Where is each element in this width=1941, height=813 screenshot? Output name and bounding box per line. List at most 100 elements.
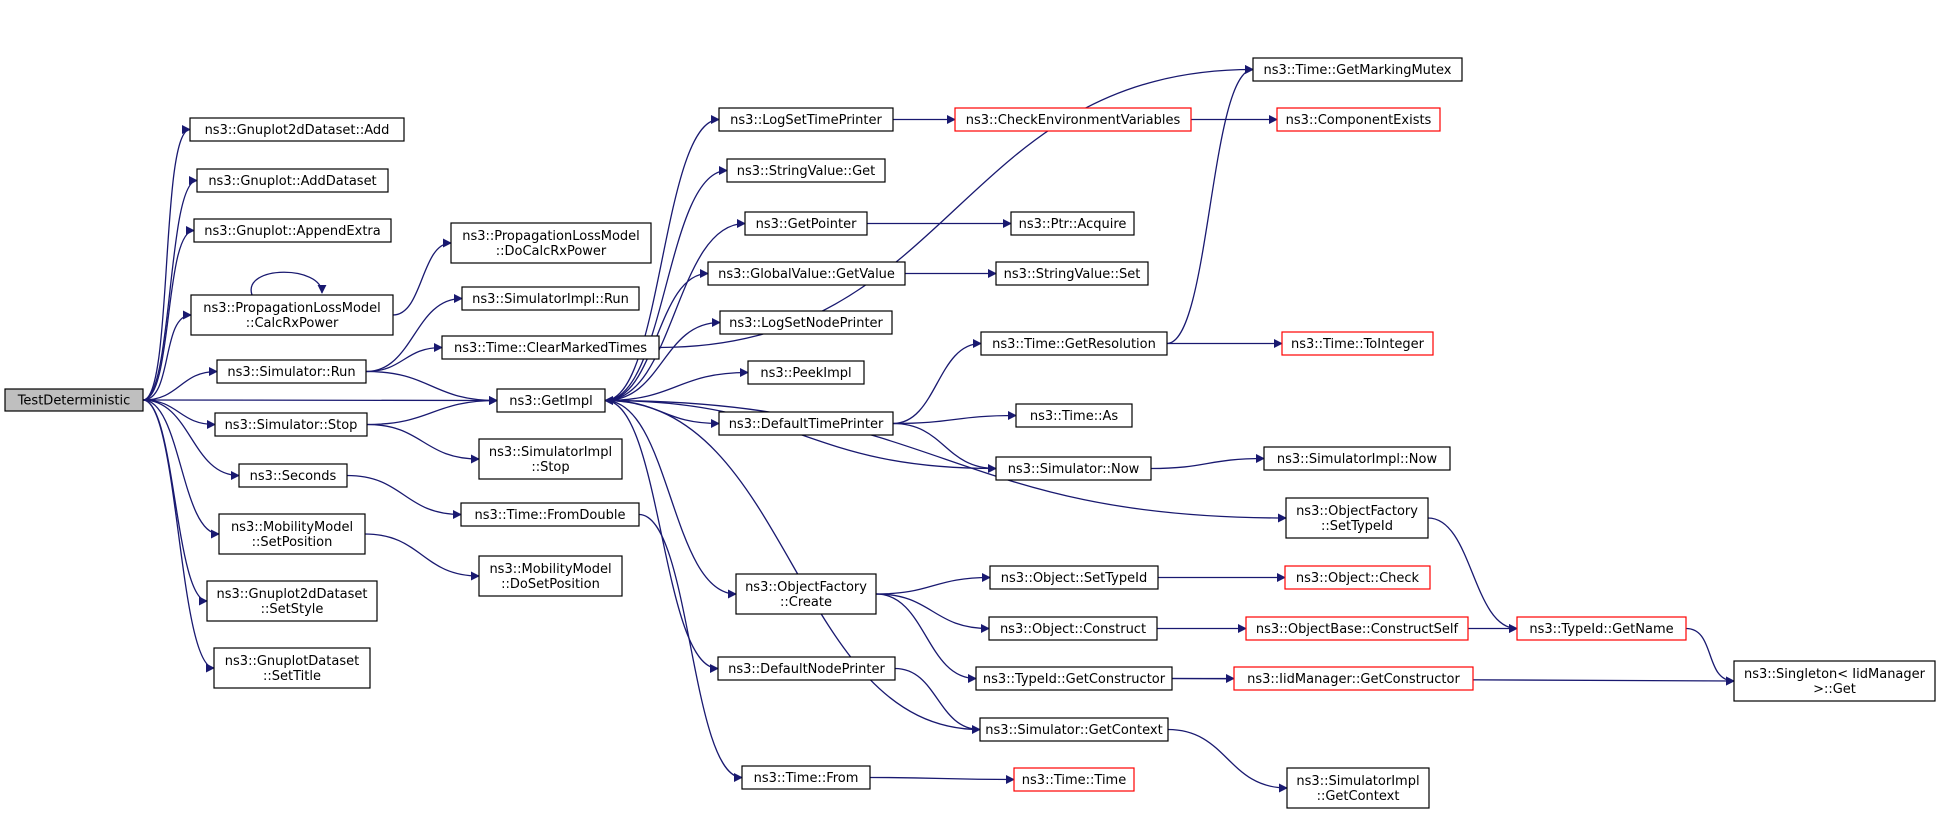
node-time-time[interactable]: ns3::Time::Time	[1013, 767, 1135, 792]
node-box[interactable]	[189, 117, 405, 142]
node-box[interactable]	[1263, 446, 1451, 471]
node-get-resolution[interactable]: ns3::Time::GetResolution	[980, 331, 1168, 356]
node-gv-get-value[interactable]: ns3::GlobalValue::GetValue	[707, 261, 906, 286]
node-box[interactable]	[980, 331, 1168, 356]
node-sim-now[interactable]: ns3::Simulator::Now	[995, 456, 1152, 481]
node-singleton-get[interactable]: ns3::Singleton< IidManager >::Get	[1733, 660, 1936, 702]
node-of-set-type-id[interactable]: ns3::ObjectFactory::SetTypeId	[1285, 497, 1429, 539]
node-box[interactable]	[726, 158, 886, 183]
node-obj-construct[interactable]: ns3::Object::Construct	[988, 616, 1158, 641]
node-do-calc-rx[interactable]: ns3::PropagationLossModel::DoCalcRxPower	[450, 222, 652, 264]
node-box[interactable]	[717, 656, 896, 681]
node-box[interactable]	[744, 211, 868, 236]
node-box[interactable]	[707, 261, 906, 286]
node-gp2d-set-style[interactable]: ns3::Gnuplot2dDataset::SetStyle	[206, 580, 378, 622]
node-log-set-time[interactable]: ns3::LogSetTimePrinter	[718, 107, 894, 132]
node-seconds[interactable]: ns3::Seconds	[238, 463, 348, 488]
node-box[interactable]	[1286, 767, 1430, 809]
node-comp-exists[interactable]: ns3::ComponentExists	[1276, 107, 1441, 132]
node-box[interactable]	[1733, 660, 1936, 702]
node-str-val-get[interactable]: ns3::StringValue::Get	[726, 158, 886, 183]
node-box[interactable]	[196, 168, 389, 193]
node-sim-impl-now[interactable]: ns3::SimulatorImpl::Now	[1263, 446, 1451, 471]
node-box[interactable]	[190, 294, 394, 336]
node-box[interactable]	[1233, 666, 1474, 691]
node-box[interactable]	[216, 359, 367, 384]
node-get-pointer[interactable]: ns3::GetPointer	[744, 211, 868, 236]
node-obj-set-type-id[interactable]: ns3::Object::SetTypeId	[989, 565, 1159, 590]
node-box[interactable]	[988, 616, 1158, 641]
node-str-val-set[interactable]: ns3::StringValue::Set	[995, 261, 1149, 286]
node-mm-do-set-pos[interactable]: ns3::MobilityModel::DoSetPosition	[478, 555, 623, 597]
node-time-as[interactable]: ns3::Time::As	[1015, 403, 1133, 428]
node-box[interactable]	[1285, 497, 1429, 539]
node-box[interactable]	[1284, 565, 1431, 590]
node-ptr-acquire[interactable]: ns3::Ptr::Acquire	[1010, 211, 1135, 236]
node-def-node-printer[interactable]: ns3::DefaultNodePrinter	[717, 656, 896, 681]
node-get-marking-mutex[interactable]: ns3::Time::GetMarkingMutex	[1252, 57, 1463, 82]
node-box[interactable]	[450, 222, 652, 264]
node-mm-set-pos[interactable]: ns3::MobilityModel::SetPosition	[218, 513, 366, 555]
node-box[interactable]	[1013, 767, 1135, 792]
node-box[interactable]	[193, 218, 392, 243]
node-box[interactable]	[954, 107, 1192, 132]
node-box[interactable]	[741, 765, 871, 790]
node-obj-base-ctor-self[interactable]: ns3::ObjectBase::ConstructSelf	[1245, 616, 1469, 641]
node-box[interactable]	[1281, 331, 1434, 356]
node-gp-append-extra[interactable]: ns3::Gnuplot::AppendExtra	[193, 218, 392, 243]
node-box[interactable]	[1245, 616, 1469, 641]
node-sim-get-context[interactable]: ns3::Simulator::GetContext	[979, 717, 1169, 742]
node-box[interactable]	[1276, 107, 1441, 132]
node-box[interactable]	[460, 502, 640, 527]
node-box[interactable]	[213, 647, 371, 689]
node-gp2d-add[interactable]: ns3::Gnuplot2dDataset::Add	[189, 117, 405, 142]
node-box[interactable]	[218, 513, 366, 555]
node-box[interactable]	[1015, 403, 1133, 428]
node-box[interactable]	[214, 412, 368, 437]
node-box[interactable]	[719, 310, 893, 335]
node-sim-run[interactable]: ns3::Simulator::Run	[216, 359, 367, 384]
node-box[interactable]	[979, 717, 1169, 742]
node-def-time-printer[interactable]: ns3::DefaultTimePrinter	[718, 411, 894, 436]
node-box[interactable]	[747, 360, 865, 385]
node-check-env[interactable]: ns3::CheckEnvironmentVariables	[954, 107, 1192, 132]
node-time-from[interactable]: ns3::Time::From	[741, 765, 871, 790]
node-tid-get-ctor[interactable]: ns3::TypeId::GetConstructor	[975, 666, 1173, 691]
node-box[interactable]	[478, 438, 623, 480]
node-clear-marked[interactable]: ns3::Time::ClearMarkedTimes	[441, 335, 660, 360]
node-box[interactable]	[735, 573, 877, 615]
node-box[interactable]	[1516, 616, 1687, 641]
node-box[interactable]	[441, 335, 660, 360]
node-gp-add-dataset[interactable]: ns3::Gnuplot::AddDataset	[196, 168, 389, 193]
node-box[interactable]	[4, 388, 144, 412]
node-of-create[interactable]: ns3::ObjectFactory::Create	[735, 573, 877, 615]
node-box[interactable]	[1252, 57, 1463, 82]
node-box[interactable]	[496, 388, 606, 413]
node-box[interactable]	[478, 555, 623, 597]
node-box[interactable]	[718, 107, 894, 132]
node-root[interactable]: TestDeterministic	[4, 388, 144, 412]
node-sim-impl-run[interactable]: ns3::SimulatorImpl::Run	[461, 286, 640, 311]
node-tid-get-name[interactable]: ns3::TypeId::GetName	[1516, 616, 1687, 641]
node-from-double[interactable]: ns3::Time::FromDouble	[460, 502, 640, 527]
node-sim-impl-stop[interactable]: ns3::SimulatorImpl::Stop	[478, 438, 623, 480]
node-obj-check[interactable]: ns3::Object::Check	[1284, 565, 1431, 590]
node-box[interactable]	[995, 261, 1149, 286]
node-iid-get-ctor[interactable]: ns3::IidManager::GetConstructor	[1233, 666, 1474, 691]
node-peek-impl[interactable]: ns3::PeekImpl	[747, 360, 865, 385]
node-sim-impl-get-context[interactable]: ns3::SimulatorImpl::GetContext	[1286, 767, 1430, 809]
node-calc-rx[interactable]: ns3::PropagationLossModel::CalcRxPower	[190, 294, 394, 336]
node-box[interactable]	[989, 565, 1159, 590]
node-box[interactable]	[995, 456, 1152, 481]
node-sim-stop[interactable]: ns3::Simulator::Stop	[214, 412, 368, 437]
node-log-set-node[interactable]: ns3::LogSetNodePrinter	[719, 310, 893, 335]
node-to-integer[interactable]: ns3::Time::ToInteger	[1281, 331, 1434, 356]
node-box[interactable]	[461, 286, 640, 311]
node-gpd-set-title[interactable]: ns3::GnuplotDataset::SetTitle	[213, 647, 371, 689]
node-box[interactable]	[1010, 211, 1135, 236]
node-get-impl[interactable]: ns3::GetImpl	[496, 388, 606, 413]
node-box[interactable]	[718, 411, 894, 436]
node-box[interactable]	[206, 580, 378, 622]
node-box[interactable]	[975, 666, 1173, 691]
node-box[interactable]	[238, 463, 348, 488]
